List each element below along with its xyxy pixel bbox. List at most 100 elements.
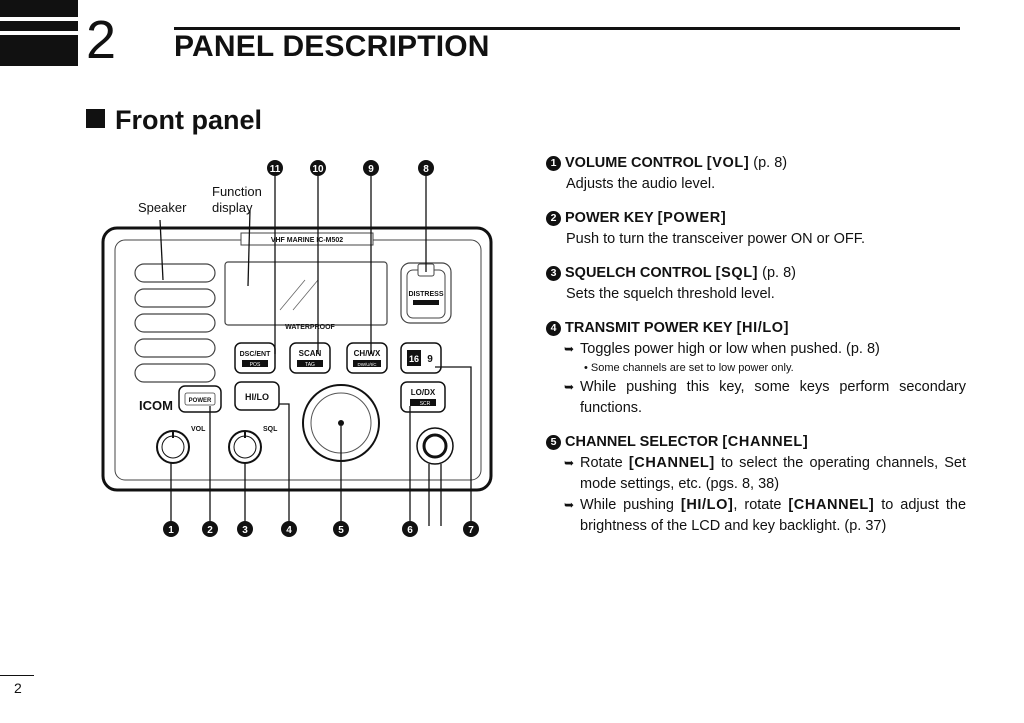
chapter-number: 2 — [86, 10, 117, 70]
callout-bottom-2: 2 — [202, 521, 218, 537]
footer-rule — [0, 675, 34, 676]
svg-text:1: 1 — [168, 525, 174, 536]
item-bullet: ➥Rotate [CHANNEL] to select the operatin… — [564, 455, 966, 492]
callout-top-9: 9 — [363, 160, 379, 176]
chapter-title: PANEL DESCRIPTION — [174, 30, 490, 63]
chapter-marker — [0, 0, 78, 66]
callout-bottom-3: 3 — [237, 521, 253, 537]
mic-connector — [416, 427, 454, 465]
item-ref: (p. 8) — [762, 265, 796, 281]
item-title: SQUELCH CONTROL — [565, 265, 712, 281]
callout-top-10: 10 — [310, 160, 326, 176]
item-bullet: ➥While pushing this key, some keys perfo… — [564, 379, 966, 416]
section-title: Front panel — [115, 105, 262, 135]
svg-text:11: 11 — [270, 164, 281, 175]
svg-text:4: 4 — [286, 525, 292, 536]
label-speaker: Speaker — [138, 200, 187, 215]
arrow-icon: ➥ — [564, 342, 575, 356]
item-title: VOLUME CONTROL — [565, 155, 703, 171]
label-function: Function — [212, 184, 262, 199]
svg-text:SCR: SCR — [420, 401, 431, 407]
front-panel-diagram: 11 10 9 8 Function display Speaker VHF M… — [101, 160, 493, 537]
speaker-grille — [134, 263, 216, 383]
svg-text:TAG: TAG — [305, 362, 315, 368]
item-number: 5 — [546, 435, 561, 450]
channel-selector-knob — [302, 384, 380, 462]
item-number: 1 — [546, 156, 561, 171]
svg-text:7: 7 — [468, 525, 474, 536]
callout-bottom-1: 1 — [163, 521, 179, 537]
item-transmit-power-key: 4 TRANSMIT POWER KEY [HI/LO] ➥Toggles pow… — [546, 318, 966, 419]
item-number: 4 — [546, 321, 561, 336]
item-key: [VOL] — [706, 155, 750, 171]
svg-text:POS: POS — [250, 362, 261, 368]
item-title: CHANNEL SELECTOR — [565, 434, 719, 450]
item-ref: (p. 8) — [753, 155, 788, 171]
scan-button: SCAN TAG — [289, 342, 331, 374]
waterproof-label: WATERPROOF — [285, 324, 335, 331]
callout-bottom-4: 4 — [281, 521, 297, 537]
svg-text:2: 2 — [207, 525, 213, 536]
svg-text:3: 3 — [242, 525, 248, 536]
ch16-9-button: 16 9 — [400, 342, 442, 374]
item-key: [HI/LO] — [736, 320, 790, 336]
description-list: 1 VOLUME CONTROL [VOL] (p. 8) Adjusts the… — [546, 153, 966, 550]
item-bullet: ➥Toggles power high or low when pushed. … — [546, 339, 966, 360]
svg-text:HI/LO: HI/LO — [245, 392, 269, 402]
svg-text:SQL: SQL — [263, 426, 278, 433]
icom-logo: ICOM — [139, 398, 173, 413]
item-body: Sets the squelch threshold level. — [566, 286, 775, 302]
item-channel-selector: 5 CHANNEL SELECTOR [CHANNEL] ➥Rotate [CHA… — [546, 432, 966, 537]
callout-bottom-5: 5 — [333, 521, 349, 537]
svg-text:9: 9 — [368, 164, 374, 175]
arrow-icon: ➥ — [564, 456, 575, 470]
page-number: 2 — [14, 680, 22, 696]
callout-bottom-7: 7 — [463, 521, 479, 537]
item-key: [SQL] — [715, 265, 759, 281]
hi-lo-button: HI/LO — [234, 381, 280, 411]
svg-text:DW/U/I/C: DW/U/I/C — [358, 362, 378, 367]
item-bullet: ➥While pushing [HI/LO], rotate [CHANNEL]… — [564, 497, 967, 534]
item-key: [POWER] — [657, 210, 727, 226]
square-bullet-icon — [86, 109, 105, 128]
distress-label: DISTRESS — [408, 291, 443, 298]
dsc-ent-button: DSC/ENT POS — [234, 342, 276, 374]
svg-text:CH/WX: CH/WX — [354, 349, 381, 358]
item-body: Push to turn the transceiver power ON or… — [566, 231, 865, 247]
item-squelch-control: 3 SQUELCH CONTROL [SQL] (p. 8) Sets the s… — [546, 263, 966, 305]
item-note: • Some channels are set to low power onl… — [584, 362, 794, 374]
item-volume-control: 1 VOLUME CONTROL [VOL] (p. 8) Adjusts the… — [546, 153, 966, 195]
svg-text:DSC/ENT: DSC/ENT — [240, 351, 271, 358]
item-title: TRANSMIT POWER KEY — [565, 320, 733, 336]
callout-bottom-6: 6 — [402, 521, 418, 537]
svg-text:16: 16 — [409, 354, 419, 364]
arrow-icon: ➥ — [564, 498, 575, 512]
lo-dx-button: LO/DX SCR — [400, 381, 446, 413]
vol-knob: VOL — [156, 426, 206, 464]
svg-text:VOL: VOL — [191, 426, 206, 433]
item-body: Adjusts the audio level. — [566, 176, 716, 192]
leader-lines — [159, 176, 472, 526]
item-number: 3 — [546, 266, 561, 281]
function-display — [224, 261, 388, 326]
svg-text:SCAN: SCAN — [299, 349, 322, 358]
section-heading: Front panel — [86, 105, 262, 136]
callout-top-11: 11 — [267, 160, 283, 176]
svg-text:5: 5 — [338, 525, 344, 536]
svg-text:POWER: POWER — [189, 398, 212, 404]
svg-text:8: 8 — [423, 164, 429, 175]
arrow-icon: ➥ — [564, 380, 575, 394]
item-key: [CHANNEL] — [722, 434, 809, 450]
callout-top-8: 8 — [418, 160, 434, 176]
svg-text:10: 10 — [312, 164, 324, 175]
title-rule — [174, 27, 960, 30]
power-button: POWER — [178, 385, 222, 413]
label-display: display — [212, 200, 253, 215]
brand-strip: VHF MARINE IC-M502 — [271, 237, 343, 244]
svg-text:9: 9 — [427, 354, 433, 365]
svg-text:6: 6 — [407, 525, 413, 536]
svg-text:LO/DX: LO/DX — [411, 388, 436, 397]
ch-wx-button: CH/WX DW/U/I/C — [346, 342, 388, 374]
item-number: 2 — [546, 211, 561, 226]
